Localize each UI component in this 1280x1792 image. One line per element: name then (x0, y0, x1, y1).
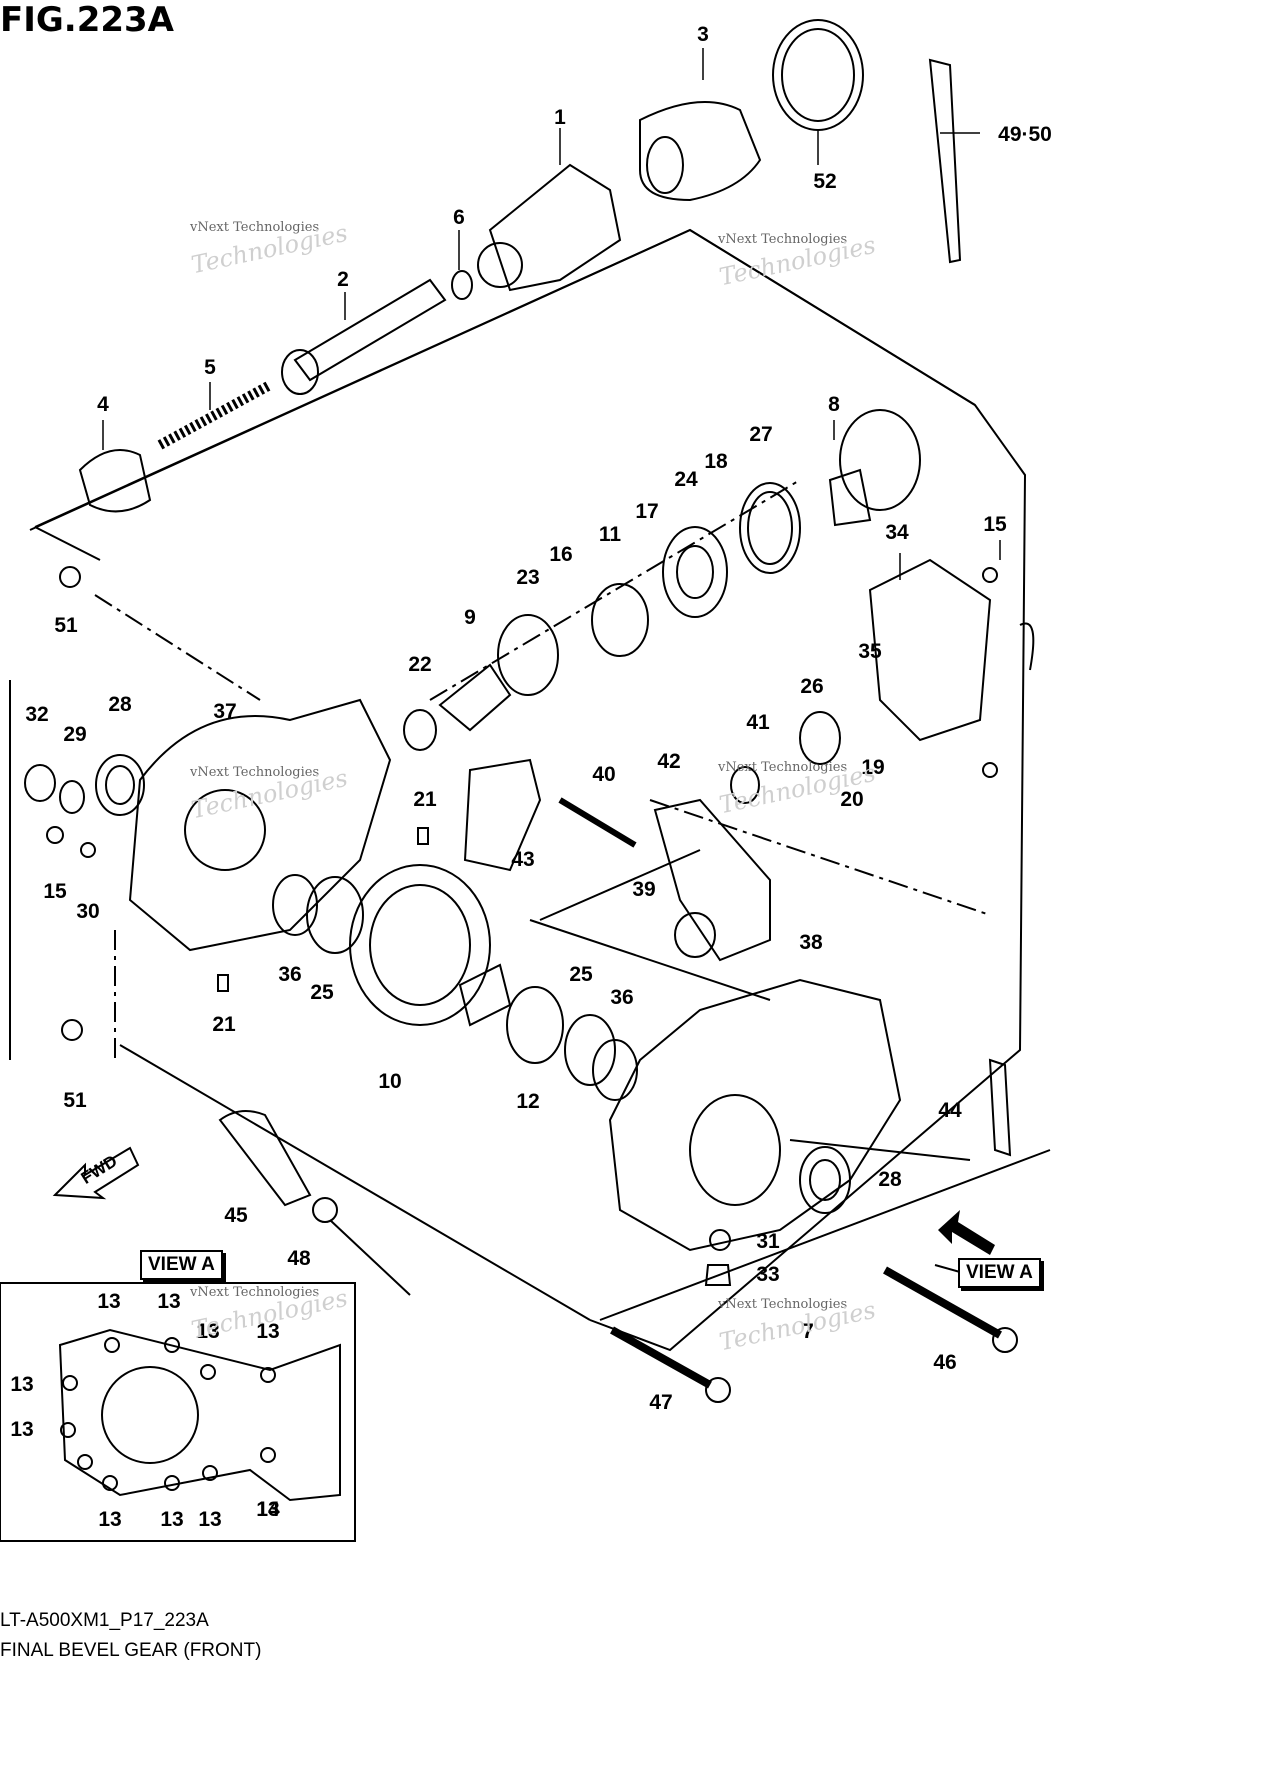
callout-3: 3 (697, 23, 709, 46)
callout-13-inset: 13 (256, 1498, 280, 1521)
callout-11: 11 (598, 523, 622, 546)
callout-13-inset: 13 (97, 1290, 121, 1313)
callout-13-inset: 13 (160, 1508, 184, 1531)
callout-25a: 25 (569, 963, 593, 986)
callout-46: 46 (933, 1351, 957, 1374)
callout-47: 47 (649, 1391, 673, 1414)
assembly-outline (34, 228, 1027, 1352)
callout-17: 17 (635, 500, 659, 523)
callout-38: 38 (799, 931, 823, 954)
callout-16: 16 (549, 543, 573, 566)
fwd-arrow (52, 1146, 140, 1200)
callout-31: 31 (756, 1230, 780, 1253)
callout-23: 23 (516, 566, 540, 589)
callout-1: 1 (554, 106, 566, 129)
callout-4: 4 (97, 393, 109, 416)
callout-26: 26 (800, 675, 824, 698)
callout-13-inset: 13 (196, 1320, 220, 1343)
figure-title: FIG.223A (0, 0, 174, 40)
callout-28a: 28 (108, 693, 132, 716)
callout-34: 34 (885, 521, 909, 544)
callout-33: 33 (756, 1263, 780, 1286)
callout-41: 41 (746, 711, 770, 734)
view-a-arrow (938, 1210, 995, 1255)
callout-13-inset: 13 (198, 1508, 222, 1531)
callout-32: 32 (25, 703, 49, 726)
callout-37: 37 (213, 700, 237, 723)
callout-30: 30 (76, 900, 100, 923)
callout-52: 52 (813, 170, 837, 193)
callout-51a: 51 (54, 614, 78, 637)
callout-13-inset: 13 (256, 1320, 280, 1343)
callout-15b: 15 (43, 880, 67, 903)
callout-49-50: 49·50 (998, 123, 1052, 146)
callout-43: 43 (511, 848, 535, 871)
view-a-label-inset: VIEW A (140, 1250, 223, 1280)
callout-9: 9 (464, 606, 476, 629)
callout-14: 14 (256, 1498, 280, 1521)
callout-45: 45 (224, 1204, 248, 1227)
callout-20: 20 (840, 788, 864, 811)
callout-21a: 21 (413, 788, 437, 811)
callout-7: 7 (802, 1320, 814, 1343)
callout-13-inset: 13 (98, 1508, 122, 1531)
callout-27: 27 (749, 423, 773, 446)
callout-6: 6 (453, 206, 465, 229)
callout-13-inset: 13 (10, 1418, 34, 1441)
callout-19: 19 (861, 756, 885, 779)
callout-44: 44 (938, 1099, 962, 1122)
view-a-label: VIEW A (958, 1258, 1041, 1288)
callout-36b: 36 (610, 986, 634, 1009)
callout-10: 10 (378, 1070, 402, 1093)
callout-28b: 28 (878, 1168, 902, 1191)
callout-51b: 51 (63, 1089, 87, 1112)
callout-13-inset: 13 (157, 1290, 181, 1313)
callout-40: 40 (592, 763, 616, 786)
callout-48: 48 (287, 1247, 311, 1270)
callout-35: 35 (858, 640, 882, 663)
callout-39: 39 (632, 878, 656, 901)
figure-code: LT-A500XM1_P17_223A (0, 1610, 209, 1631)
callout-15a: 15 (983, 513, 1007, 536)
callout-36a: 36 (278, 963, 302, 986)
figure-name: FINAL BEVEL GEAR (FRONT) (0, 1640, 262, 1661)
callout-22: 22 (408, 653, 432, 676)
callout-5: 5 (204, 356, 216, 379)
callout-29: 29 (63, 723, 87, 746)
callout-42: 42 (657, 750, 681, 773)
callout-8: 8 (828, 393, 840, 416)
callout-25b: 25 (310, 981, 334, 1004)
callout-13-inset: 13 (10, 1373, 34, 1396)
callout-12: 12 (516, 1090, 540, 1113)
callout-18: 18 (704, 450, 728, 473)
callout-21b: 21 (212, 1013, 236, 1036)
callout-24: 24 (674, 468, 698, 491)
callout-2: 2 (337, 268, 349, 291)
